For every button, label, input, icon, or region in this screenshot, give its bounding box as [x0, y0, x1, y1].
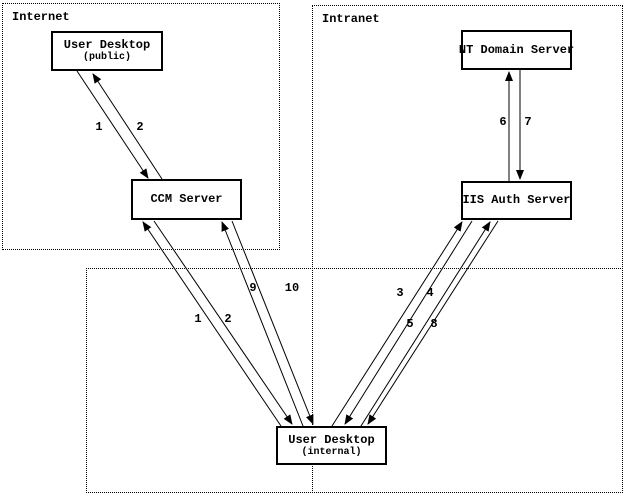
node-iis-auth-server: IIS Auth Server [461, 181, 572, 220]
edge-label-internal-ccm-2: 2 [224, 312, 232, 326]
edge-label-internal-iis-8: 8 [430, 317, 438, 331]
arrow-internal-desktop-to-ccm-1 [142, 221, 282, 427]
zone-intranet-label: Intranet [322, 12, 380, 26]
arrow-public-desktop-to-ccm-1 [76, 70, 149, 179]
edge-label-internal-iis-4: 4 [426, 286, 434, 300]
edge-label-internal-ccm-9: 9 [249, 281, 257, 295]
node-user-desktop-internal-subtitle: (internal) [301, 446, 362, 458]
edge-label-internal-ccm-10: 10 [284, 281, 300, 295]
node-nt-domain-server: NT Domain Server [458, 30, 575, 70]
edge-label-nt-iis-7: 7 [524, 115, 532, 129]
edge-label-internal-iis-3: 3 [396, 286, 404, 300]
node-user-desktop-public-subtitle: (public) [82, 52, 131, 63]
arrow-ccm-to-public-desktop-2 [92, 73, 163, 180]
arrow-iis-to-internal-desktop-4 [344, 220, 473, 425]
arrow-internal-desktop-to-iis-3 [331, 221, 463, 427]
node-ccm-server: CCM Server [131, 179, 242, 220]
node-nt-domain-server-title: NT Domain Server [458, 42, 575, 57]
node-user-desktop-public: User Desktop (public) [51, 31, 163, 71]
node-iis-auth-server-title: IIS Auth Server [462, 193, 571, 207]
arrow-ccm-to-internal-desktop-2 [153, 220, 293, 425]
edge-label-internal-ccm-1: 1 [194, 312, 202, 326]
edge-label-public-ccm-1: 1 [95, 120, 103, 134]
edge-label-public-ccm-2: 2 [136, 120, 144, 134]
node-user-desktop-internal: User Desktop (internal) [276, 426, 387, 465]
zone-internet: Internet [2, 3, 280, 250]
zone-internal-network [86, 268, 623, 493]
edge-label-internal-iis-5: 5 [406, 317, 414, 331]
edge-label-iis-nt-6: 6 [499, 115, 507, 129]
arrow-ccm-to-internal-desktop-10 [231, 220, 314, 425]
arrow-internal-desktop-to-iis-5 [360, 221, 491, 427]
node-user-desktop-internal-title: User Desktop [288, 432, 375, 447]
arrow-internal-desktop-to-ccm-9 [221, 221, 304, 427]
node-ccm-server-title: CCM Server [150, 192, 223, 206]
arrow-iis-to-internal-desktop-8 [367, 220, 499, 425]
node-user-desktop-public-title: User Desktop [63, 38, 151, 52]
zone-internet-label: Internet [12, 10, 70, 24]
